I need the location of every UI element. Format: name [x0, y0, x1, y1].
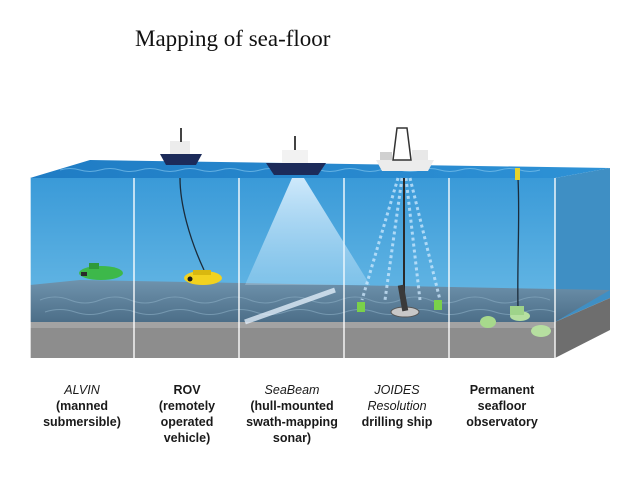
- caption-joides-name-2: Resolution: [345, 398, 449, 414]
- caption-seabeam: SeaBeam (hull-mounted swath-mapping sona…: [240, 382, 344, 446]
- caption-observatory-name: Permanent: [450, 382, 554, 398]
- caption-seabeam-name: SeaBeam: [240, 382, 344, 398]
- caption-joides-name: JOIDES: [345, 382, 449, 398]
- caption-rov-name: ROV: [135, 382, 239, 398]
- caption-alvin-desc-1: (manned: [30, 398, 134, 414]
- ship-rov-tender: [266, 136, 326, 175]
- caption-observatory: Permanent seafloor observatory: [450, 382, 554, 430]
- caption-seabeam-desc-2: swath-mapping: [240, 414, 344, 430]
- caption-seabeam-desc-3: sonar): [240, 430, 344, 446]
- caption-seabeam-desc-1: (hull-mounted: [240, 398, 344, 414]
- caption-rov-desc-1: (remotely: [135, 398, 239, 414]
- caption-rov-desc-3: vehicle): [135, 430, 239, 446]
- caption-rov-desc-2: operated: [135, 414, 239, 430]
- ship-alvin-tender: [160, 128, 202, 165]
- caption-joides-desc-1: drilling ship: [345, 414, 449, 430]
- ship-joides-resolution: [376, 128, 434, 171]
- caption-observatory-name-2: seafloor: [450, 398, 554, 414]
- caption-joides: JOIDES Resolution drilling ship: [345, 382, 449, 430]
- caption-alvin-desc-2: submersible): [30, 414, 134, 430]
- rock-layer-shade: [30, 322, 555, 328]
- caption-alvin: ALVIN (manned submersible): [30, 382, 134, 430]
- caption-rov: ROV (remotely operated vehicle): [135, 382, 239, 446]
- caption-observatory-desc-1: observatory: [450, 414, 554, 430]
- caption-alvin-name: ALVIN: [30, 382, 134, 398]
